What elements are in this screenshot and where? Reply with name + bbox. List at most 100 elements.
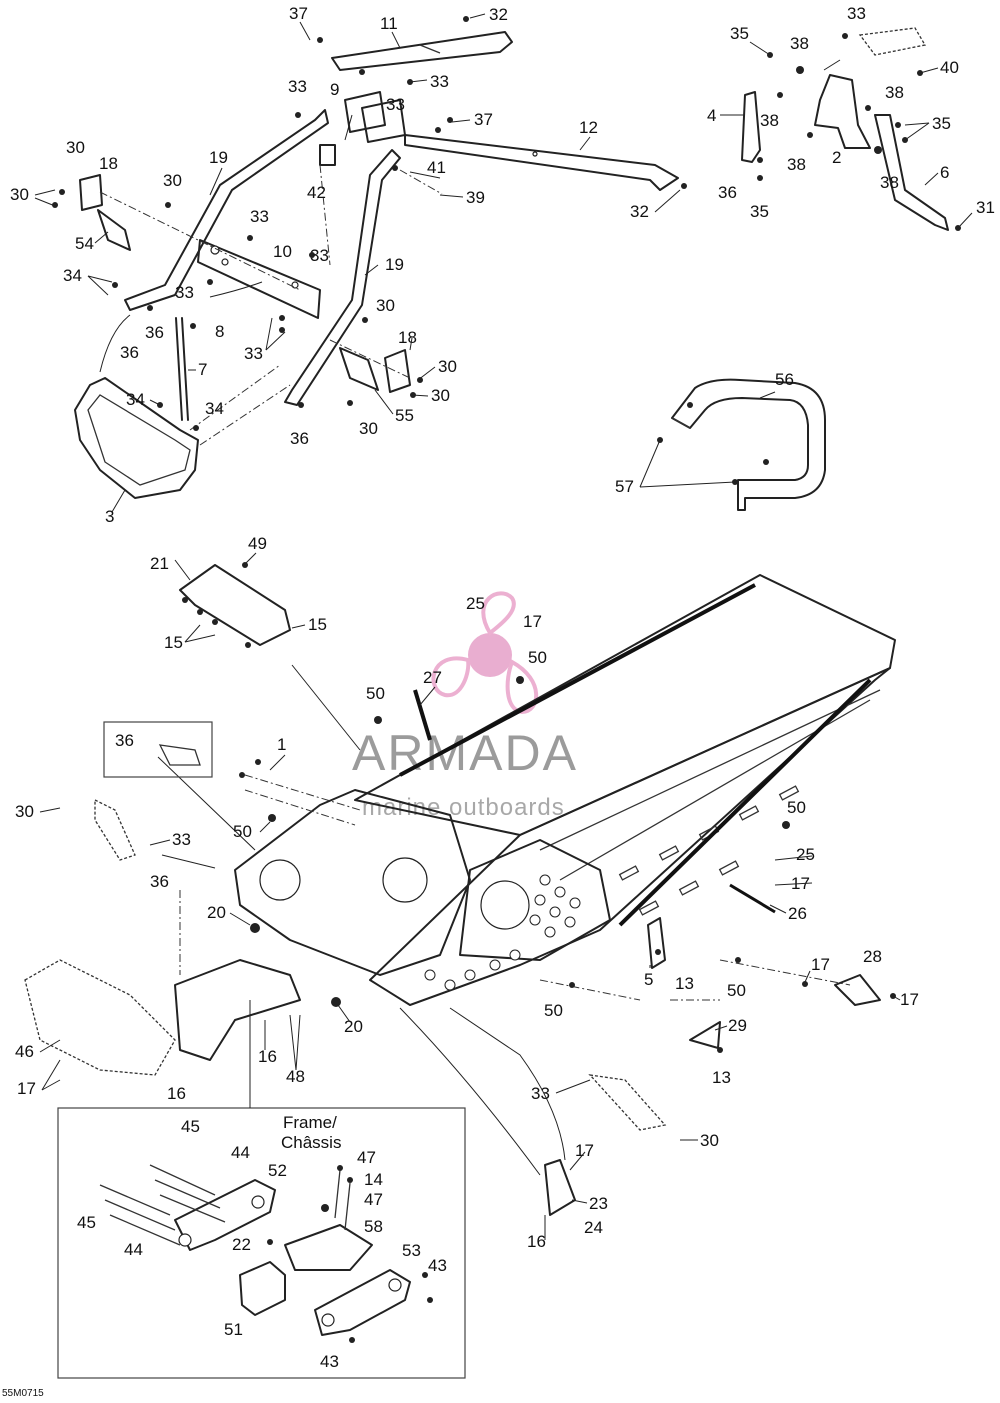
callout-17: 17 — [811, 955, 830, 974]
callout-29: 29 — [728, 1016, 747, 1035]
callout-10: 10 — [273, 242, 292, 261]
callout-19: 19 — [209, 148, 228, 167]
callout-5: 5 — [644, 970, 653, 989]
callout-17: 17 — [17, 1079, 36, 1098]
callout-36: 36 — [718, 183, 737, 202]
callout-50: 50 — [233, 822, 252, 841]
main-tunnel-chassis — [24, 562, 896, 1216]
callout-30: 30 — [376, 296, 395, 315]
callout-1: 1 — [277, 735, 286, 754]
callout-20: 20 — [207, 903, 226, 922]
callout-49: 49 — [248, 534, 267, 553]
callout-33: 33 — [250, 207, 269, 226]
callout-30: 30 — [10, 185, 29, 204]
callout-9: 9 — [330, 80, 339, 99]
callout-47: 47 — [364, 1190, 383, 1209]
callout-13: 13 — [675, 974, 694, 993]
callout-35: 35 — [750, 202, 769, 221]
callout-43: 43 — [428, 1256, 447, 1275]
callout-26: 26 — [788, 904, 807, 923]
callout-37: 37 — [289, 4, 308, 23]
callout-33: 33 — [175, 283, 194, 302]
armada-propeller-logo — [431, 591, 539, 715]
callout-46: 46 — [15, 1042, 34, 1061]
callout-30: 30 — [700, 1131, 719, 1150]
callout-38: 38 — [790, 34, 809, 53]
callout-40: 40 — [940, 58, 959, 77]
callout-30: 30 — [66, 138, 85, 157]
callout-38: 38 — [880, 173, 899, 192]
callout-28: 28 — [863, 947, 882, 966]
callout-8: 8 — [215, 322, 224, 341]
callout-11: 11 — [380, 14, 398, 33]
callout-50: 50 — [727, 981, 746, 1000]
callout-24: 24 — [584, 1218, 603, 1237]
callout-33: 33 — [244, 344, 263, 363]
callout-33: 33 — [531, 1084, 550, 1103]
callout-17: 17 — [523, 612, 542, 631]
callout-18: 18 — [398, 328, 417, 347]
callout-36: 36 — [145, 323, 164, 342]
callout-36: 36 — [115, 731, 134, 750]
callout-41: 41 — [427, 158, 446, 177]
callout-33: 33 — [430, 72, 449, 91]
callout-36: 36 — [120, 343, 139, 362]
watermark-brand: ARMADA — [352, 725, 578, 781]
callout-22: 22 — [232, 1235, 251, 1254]
callout-30: 30 — [15, 802, 34, 821]
callout-50: 50 — [787, 798, 806, 817]
callout-54: 54 — [75, 234, 94, 253]
callout-18: 18 — [99, 154, 118, 173]
callout-34: 34 — [205, 399, 224, 418]
callout-4: 4 — [707, 106, 716, 125]
callout-33: 33 — [288, 77, 307, 96]
steering-mount-assembly — [741, 27, 961, 231]
callout-7: 7 — [198, 360, 207, 379]
callout-16: 16 — [258, 1047, 277, 1066]
callout-32: 32 — [489, 5, 508, 24]
callout-50: 50 — [544, 1001, 563, 1020]
callout-31: 31 — [976, 198, 995, 217]
callout-45: 45 — [181, 1117, 200, 1136]
callout-14: 14 — [364, 1170, 383, 1189]
callout-36: 36 — [150, 872, 169, 891]
callout-36: 36 — [290, 429, 309, 448]
callout-25: 25 — [466, 594, 485, 613]
callout-38: 38 — [787, 155, 806, 174]
callout-16: 16 — [527, 1232, 546, 1251]
callout-27: 27 — [423, 668, 442, 687]
callout-32: 32 — [630, 202, 649, 221]
callout-15: 15 — [308, 615, 327, 634]
callout-58: 58 — [364, 1217, 383, 1236]
callout-30: 30 — [359, 419, 378, 438]
callout-47: 47 — [357, 1148, 376, 1167]
callout-44: 44 — [124, 1240, 143, 1259]
callout-33: 33 — [172, 830, 191, 849]
callout-20: 20 — [344, 1017, 363, 1036]
callout-50: 50 — [366, 684, 385, 703]
callout-43: 43 — [320, 1352, 339, 1371]
callout-33: 33 — [386, 95, 405, 114]
callout-53: 53 — [402, 1241, 421, 1260]
callout-labels: 37 11 32 33 33 9 33 37 12 30 18 19 30 30… — [10, 4, 995, 1371]
callout-33: 33 — [310, 246, 329, 265]
frame-inset: Frame/ Châssis — [57, 1000, 466, 1379]
callout-2: 2 — [832, 148, 841, 167]
inset-label-chassis: Châssis — [281, 1133, 341, 1152]
callout-12: 12 — [579, 118, 598, 137]
callout-6: 6 — [940, 163, 949, 182]
callout-17: 17 — [575, 1141, 594, 1160]
watermark: ARMADA marine outboards — [352, 591, 578, 821]
callout-48: 48 — [286, 1067, 305, 1086]
callout-30: 30 — [431, 386, 450, 405]
callout-57: 57 — [615, 477, 634, 496]
callout-30: 30 — [438, 357, 457, 376]
figure-reference-code: 55M0715 — [2, 1388, 44, 1399]
callout-45: 45 — [77, 1213, 96, 1232]
callout-25: 25 — [796, 845, 815, 864]
callout-21: 21 — [150, 554, 169, 573]
grab-handle-assembly — [657, 378, 826, 511]
callout-17: 17 — [900, 990, 919, 1009]
callout-37: 37 — [474, 110, 493, 129]
